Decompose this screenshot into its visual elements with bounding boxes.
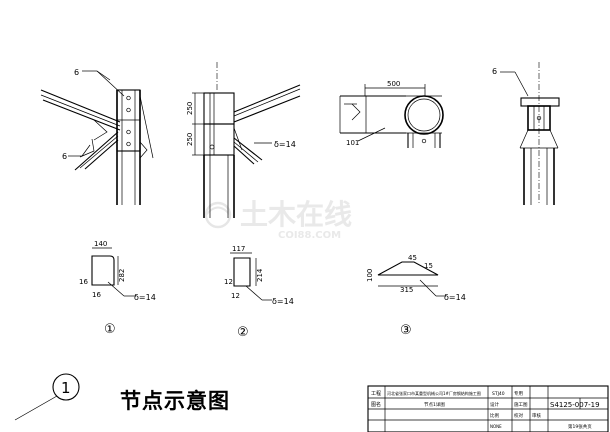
- detail-3-number: ③: [400, 323, 412, 338]
- tb-drawing-name: 节点1详图: [424, 401, 445, 408]
- tb-project-label: 工程: [371, 390, 381, 397]
- tb-checked-label: 校对: [514, 412, 523, 419]
- tb-scale-label: 比例: [490, 412, 499, 419]
- tb-design-stage: 施工图: [514, 401, 528, 408]
- detail-1-width: 140: [94, 240, 107, 248]
- detail-1-radius: 16: [79, 278, 88, 286]
- detail-1-thickness: δ=14: [134, 293, 156, 302]
- dim-lower-plate: 250: [186, 133, 194, 146]
- view-2-elevation: 250 250 δ=14: [186, 62, 301, 218]
- tb-project-unit: 专用: [514, 390, 523, 397]
- view-3-plan: 500 101: [339, 80, 444, 148]
- view-1-elevation: 6 6: [40, 68, 154, 205]
- tb-drawing-label: 图名: [371, 401, 381, 408]
- title-block: 工程 河北省张家口市某重型机械公司1#厂房钢结构施工图 STJ40 专用 图名 …: [367, 385, 609, 432]
- detail-3-height: 100: [366, 269, 374, 282]
- detail-2-number: ②: [237, 325, 249, 340]
- tb-scale-value: NONE: [490, 424, 502, 429]
- weld-size-view-4: 6: [492, 67, 497, 76]
- detail-2-height: 214: [256, 268, 264, 282]
- callout-number: 1: [61, 379, 71, 397]
- watermark-text-en: COI88.COM: [278, 230, 341, 241]
- detail-1-plate: 140 282 16 16 δ=14 ①: [79, 240, 156, 337]
- detail-3-thickness: δ=14: [444, 293, 466, 302]
- detail-2-thickness: δ=14: [272, 297, 294, 306]
- detail-3-slope: 45: [408, 254, 417, 262]
- drawing-title: 节点示意图: [120, 389, 230, 413]
- detail-3-plate: 45 15 100 315 δ=14 ③: [366, 254, 466, 338]
- dim-upper-plate: 250: [186, 102, 194, 115]
- detail-2-bottom: 12: [231, 292, 240, 300]
- detail-1-edge: 16: [92, 291, 101, 299]
- weld-size-mid-left: 6: [62, 152, 67, 161]
- detail-callout: 1: [14, 373, 80, 421]
- detail-2-left: 12: [224, 278, 233, 286]
- detail-3-top-right: 15: [424, 262, 433, 270]
- tb-project-name: 河北省张家口市某重型机械公司1#厂房钢结构施工图: [387, 390, 481, 396]
- watermark-text-cn: 土木在线: [240, 198, 352, 231]
- tb-project-code: STJ40: [492, 391, 505, 397]
- detail-1-height: 282: [118, 269, 126, 282]
- detail-2-plate: 117 214 12 12 δ=14 ②: [224, 245, 294, 340]
- tb-checked-value: 审核: [532, 412, 541, 419]
- detail-3-width: 315: [400, 286, 413, 294]
- delta-view-2: δ=14: [274, 140, 296, 149]
- tb-sheet-label: 第19张共页: [568, 423, 592, 430]
- weld-size-top-left: 6: [74, 68, 79, 77]
- dim-top-view: 500: [387, 80, 400, 88]
- view-4-elevation: 6: [492, 62, 560, 205]
- tb-design-label: 设计: [490, 401, 499, 408]
- pipe-label: 101: [346, 139, 359, 147]
- tb-drawing-no: S4125-007-19: [550, 401, 600, 409]
- detail-1-number: ①: [104, 322, 116, 337]
- detail-2-top: 117: [232, 245, 245, 253]
